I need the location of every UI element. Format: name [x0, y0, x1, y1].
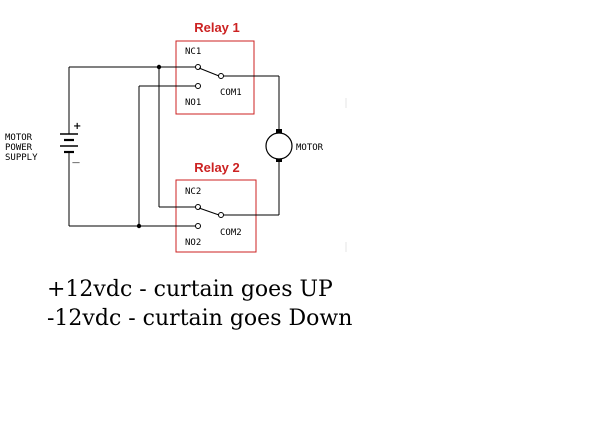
relay2-box: [175, 179, 257, 253]
wiring: [69, 66, 280, 227]
relay1-nc-label: NC1: [185, 47, 201, 57]
supply-label-line1: MOTOR: [5, 133, 33, 143]
note-down-direction: -12vdc - curtain goes Down: [47, 306, 353, 331]
note-up-direction: +12vdc - curtain goes UP: [47, 277, 333, 302]
motor-icon: [265, 129, 293, 162]
junction-dot: [156, 64, 162, 70]
relay2-title: Relay 2: [194, 160, 240, 175]
relay1-box: [175, 40, 255, 115]
relay1-com-label: COM1: [220, 88, 242, 98]
relay2-com-label: COM2: [220, 228, 242, 238]
relay1-switch: [195, 64, 224, 89]
relay2-no-label: NO2: [185, 238, 201, 248]
battery-icon: [60, 67, 78, 226]
supply-minus-sign: —: [72, 158, 80, 167]
supply-plus-sign: +: [73, 121, 81, 132]
supply-label-line3: SUPPLY: [5, 153, 38, 163]
relay2-switch: [195, 204, 224, 229]
relay1-no-label: NO1: [185, 98, 201, 108]
motor-label: MOTOR: [296, 143, 324, 153]
supply-label-line2: POWER: [5, 143, 33, 153]
relay2-nc-label: NC2: [185, 187, 201, 197]
relay1-title: Relay 1: [194, 20, 240, 35]
junction-dot: [136, 223, 142, 229]
